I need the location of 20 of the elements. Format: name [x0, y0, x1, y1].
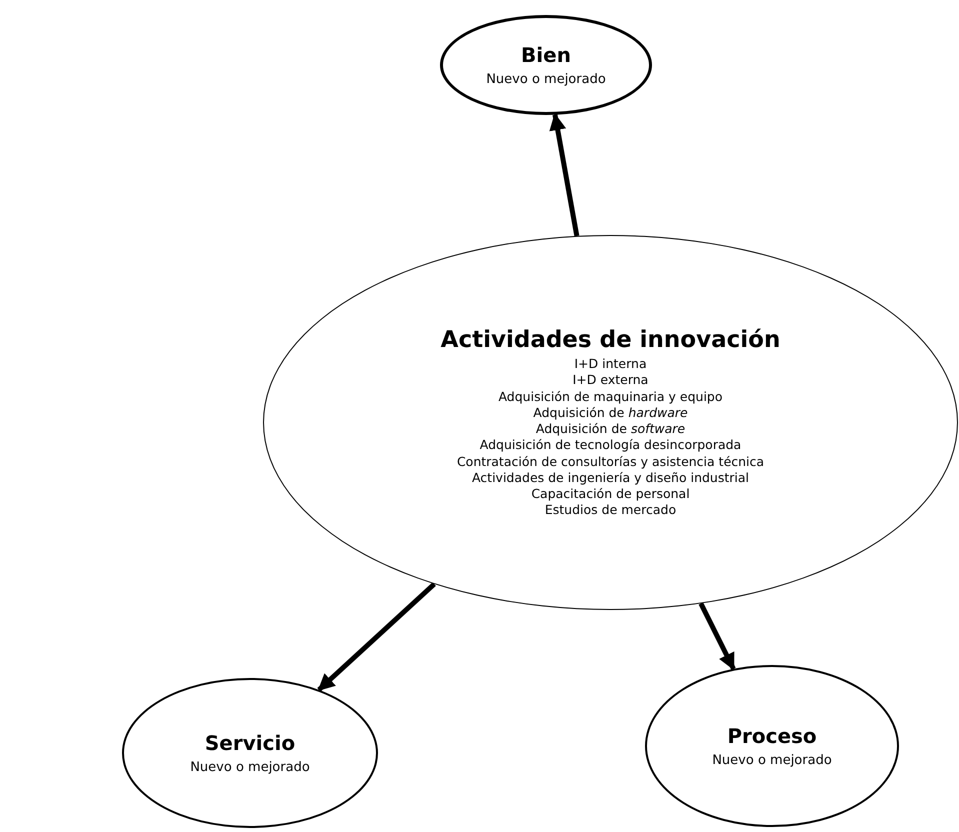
node-text: Nuevo o mejorado [712, 752, 832, 770]
node-text: Nuevo o mejorado [486, 72, 606, 88]
node-title: Servicio [204, 730, 296, 756]
arrow [549, 113, 580, 236]
node-text: Nuevo o mejorado [190, 760, 310, 776]
node-text: I+D externa [572, 372, 648, 389]
node-text: Contratación de consultorías y asistencia técnica [456, 454, 764, 470]
arrow [698, 602, 736, 670]
node-title: Bien [521, 42, 571, 68]
node-text: Adquisición de software [536, 421, 686, 438]
node-text: Adquisición de maquinaria y equipo [498, 388, 723, 405]
node-title: Proceso [727, 722, 817, 749]
node-text: Adquisición de tecnología desincorporada [480, 437, 742, 454]
node-title: Actividades de innovación [440, 326, 780, 356]
node-text: Estudios de mercado [544, 502, 676, 519]
arrow [317, 582, 436, 692]
node-text: Capacitación de personal [531, 486, 690, 502]
node-text: Adquisición de hardware [533, 404, 688, 422]
node-text: Actividades de ingeniería y diseño industrial [472, 470, 750, 486]
node-text: I+D interna [574, 356, 647, 372]
